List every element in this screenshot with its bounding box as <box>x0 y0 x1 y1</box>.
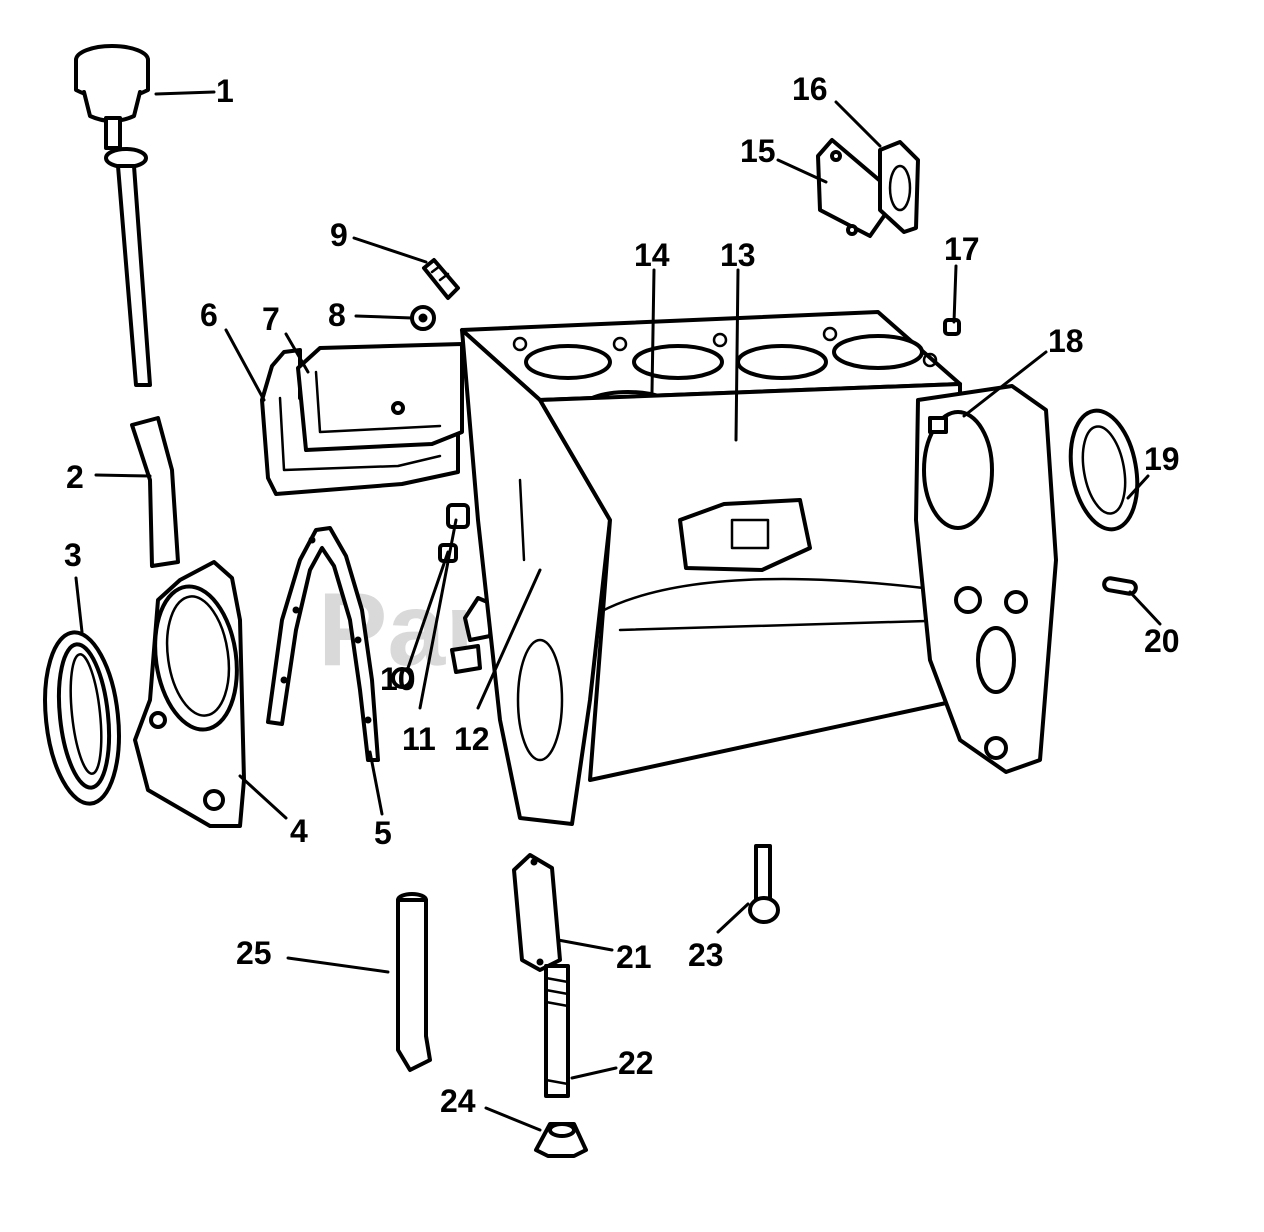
callout-18: 18 <box>1048 323 1084 359</box>
leader-2 <box>94 473 152 478</box>
callout-25: 25 <box>236 935 272 971</box>
callout-15: 15 <box>740 133 776 169</box>
leader-22 <box>570 1066 618 1080</box>
leader-13 <box>734 268 740 442</box>
leader-5 <box>368 750 384 816</box>
callout-14: 14 <box>634 237 670 273</box>
part-16-gasket[interactable] <box>878 140 920 234</box>
callout-16: 16 <box>792 71 828 107</box>
part-23-bolt[interactable] <box>748 844 780 924</box>
callout-6: 6 <box>200 297 218 333</box>
leader-19 <box>1126 474 1150 500</box>
leader-21 <box>556 938 614 952</box>
callout-21: 21 <box>616 939 652 975</box>
callout-9: 9 <box>330 217 348 253</box>
callout-10: 10 <box>380 661 416 697</box>
callout-12: 12 <box>454 721 490 757</box>
callout-7: 7 <box>262 301 280 337</box>
callout-4: 4 <box>290 813 308 849</box>
leader-8 <box>354 314 414 320</box>
leader-18 <box>962 350 1048 418</box>
leader-16 <box>834 100 882 148</box>
leader-10 <box>406 550 450 670</box>
callout-20: 20 <box>1144 623 1180 659</box>
leader-20 <box>1128 590 1162 626</box>
part-22-pipe[interactable] <box>544 964 570 1098</box>
callout-23: 23 <box>688 937 724 973</box>
leader-3 <box>74 576 84 634</box>
leader-9 <box>352 236 428 264</box>
callout-3: 3 <box>64 537 82 573</box>
leader-25 <box>286 956 390 974</box>
leader-24 <box>484 1106 542 1132</box>
part-25-tube[interactable] <box>396 892 432 1072</box>
callout-19: 19 <box>1144 441 1180 477</box>
leader-7 <box>284 332 310 374</box>
callout-11: 11 <box>402 721 436 757</box>
part-20-dowel-pin[interactable] <box>1102 576 1138 596</box>
callout-17: 17 <box>944 231 980 267</box>
leader-6 <box>224 328 266 402</box>
callout-2: 2 <box>66 459 84 495</box>
callout-5: 5 <box>374 815 392 851</box>
callout-8: 8 <box>328 297 346 333</box>
part-4-seal-housing[interactable] <box>133 560 246 828</box>
leader-23 <box>716 902 750 934</box>
part-8-washer[interactable] <box>410 305 436 331</box>
part-10-plug[interactable] <box>391 667 413 689</box>
callout-24: 24 <box>440 1083 476 1119</box>
part-1-dipstick[interactable] <box>74 44 152 387</box>
leader-11 <box>418 518 458 710</box>
leader-14 <box>650 268 656 394</box>
part-13-cylinder-block[interactable] <box>460 310 1058 826</box>
part-9-stud[interactable] <box>422 258 460 300</box>
part-2-hose[interactable] <box>130 416 180 568</box>
part-7-side-cover[interactable] <box>296 342 464 452</box>
leader-1 <box>154 90 216 96</box>
part-3-seal[interactable] <box>37 629 127 808</box>
leader-4 <box>238 774 288 820</box>
leader-15 <box>776 158 828 184</box>
part-21-plate[interactable] <box>512 853 562 972</box>
callout-13: 13 <box>720 237 756 273</box>
callout-22: 22 <box>618 1045 654 1081</box>
leader-12 <box>476 568 542 710</box>
part-17-plug[interactable] <box>943 318 961 336</box>
callout-1: 1 <box>216 73 234 109</box>
part-19-seal-ring[interactable] <box>1062 405 1146 534</box>
leader-17 <box>952 264 958 324</box>
part-24-fitting[interactable] <box>534 1122 588 1158</box>
